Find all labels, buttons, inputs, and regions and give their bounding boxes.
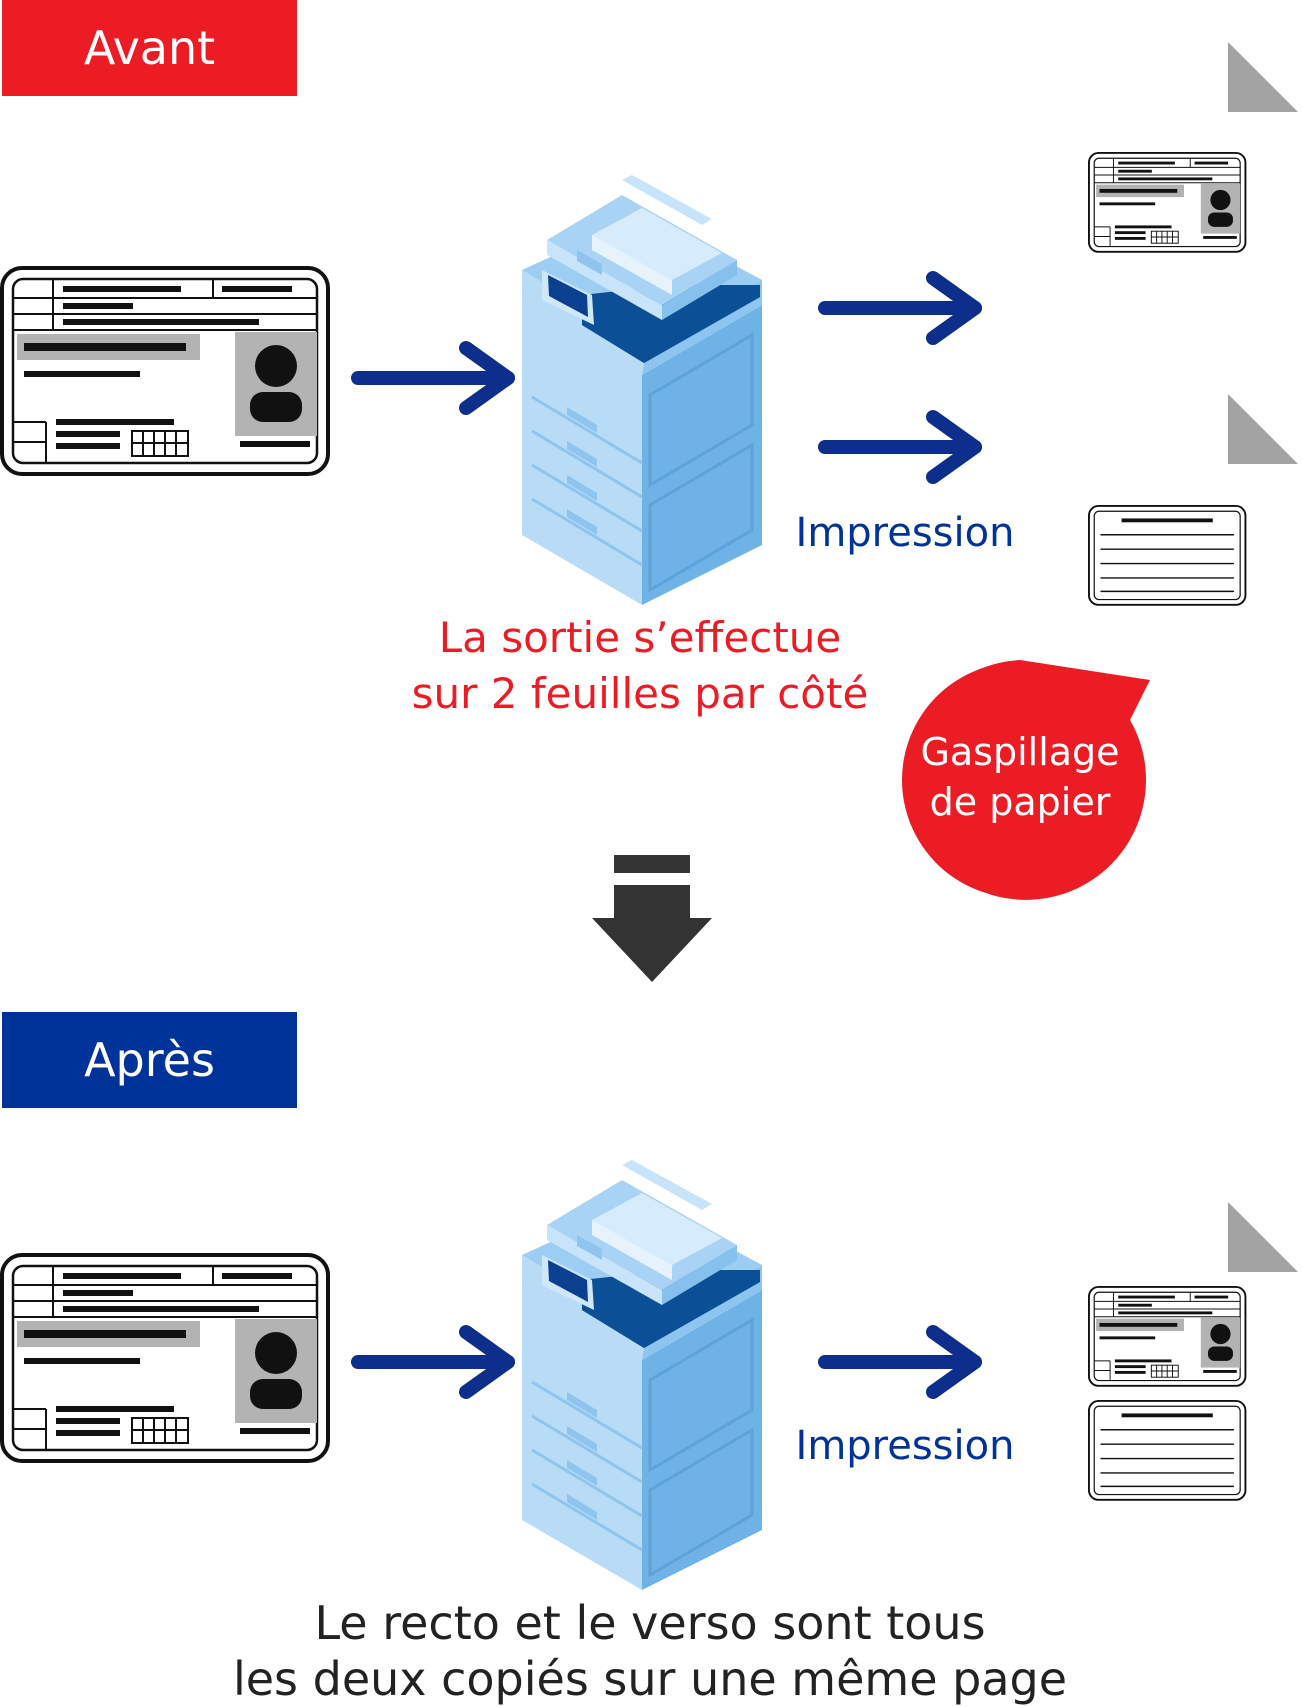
waste-bubble-text: Gaspillage de papier — [895, 727, 1145, 827]
source-id-card-front — [0, 266, 330, 476]
before-note-line2: sur 2 feuilles par côté — [411, 669, 869, 718]
bubble-line1: Gaspillage — [920, 730, 1120, 774]
before-note-line1: La sortie s’effectue — [438, 613, 842, 662]
arrow-output-back-before — [825, 417, 975, 477]
after-note-line2: les deux copiés sur une même page — [232, 1652, 1068, 1706]
after-note: Le recto et le verso sont tous les deux … — [200, 1595, 1100, 1707]
output-card-front-page1 — [1087, 152, 1247, 253]
after-note-line1: Le recto et le verso sont tous — [314, 1596, 986, 1650]
page-corner-after — [1228, 1202, 1298, 1272]
printer-after — [520, 1158, 764, 1592]
output-card-front-after — [1087, 1285, 1247, 1387]
down-arrow-bar — [614, 855, 690, 873]
after-tag: Après — [2, 1012, 297, 1108]
arrow-output-after — [825, 1332, 975, 1392]
print-label-after: Impression — [795, 1423, 1015, 1469]
source-id-card-front-after — [0, 1253, 330, 1463]
printer-before — [520, 173, 764, 607]
down-arrow-icon — [592, 885, 712, 982]
before-note: La sortie s’effectue sur 2 feuilles par … — [380, 610, 900, 722]
output-card-back-after — [1087, 1399, 1247, 1501]
page-corner-2 — [1228, 394, 1298, 464]
print-label-before: Impression — [795, 510, 1015, 556]
before-tag: Avant — [2, 0, 297, 96]
output-card-back-page2 — [1087, 504, 1247, 606]
arrow-to-printer-before — [358, 348, 508, 408]
arrow-output-front-before — [825, 278, 975, 338]
bubble-line2: de papier — [929, 780, 1111, 824]
arrow-to-printer-after — [358, 1332, 508, 1392]
page-corner-1 — [1228, 42, 1298, 112]
